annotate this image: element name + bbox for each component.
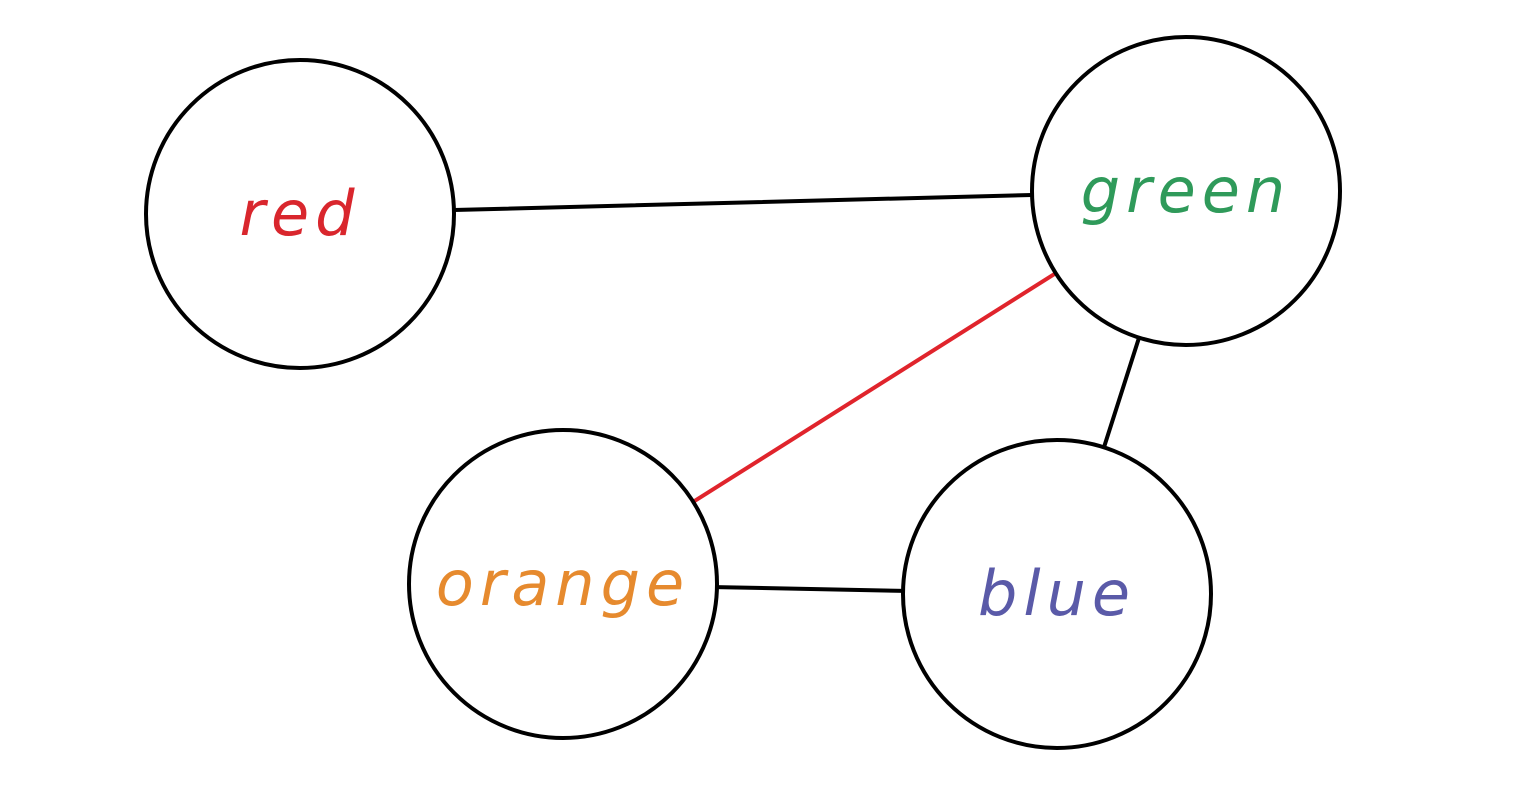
nodes-layer: red green orange blue <box>144 35 1342 750</box>
edge-green-orange <box>691 271 1058 504</box>
node-circle-orange <box>407 428 719 740</box>
node-green: green <box>1030 35 1342 347</box>
node-label-red: red <box>240 177 361 250</box>
edge-green-blue <box>1101 335 1142 450</box>
node-red: red <box>144 58 456 370</box>
node-blue: blue <box>901 438 1213 750</box>
node-orange: orange <box>407 428 719 740</box>
node-label-blue: blue <box>978 557 1136 630</box>
edge-orange-blue <box>714 585 906 593</box>
node-circle-red <box>144 58 456 370</box>
node-circle-green <box>1030 35 1342 347</box>
node-circle-blue <box>901 438 1213 750</box>
edge-red-green <box>451 192 1035 213</box>
node-label-orange: orange <box>436 547 690 620</box>
edges-layer <box>451 192 1142 593</box>
node-label-green: green <box>1081 154 1291 227</box>
